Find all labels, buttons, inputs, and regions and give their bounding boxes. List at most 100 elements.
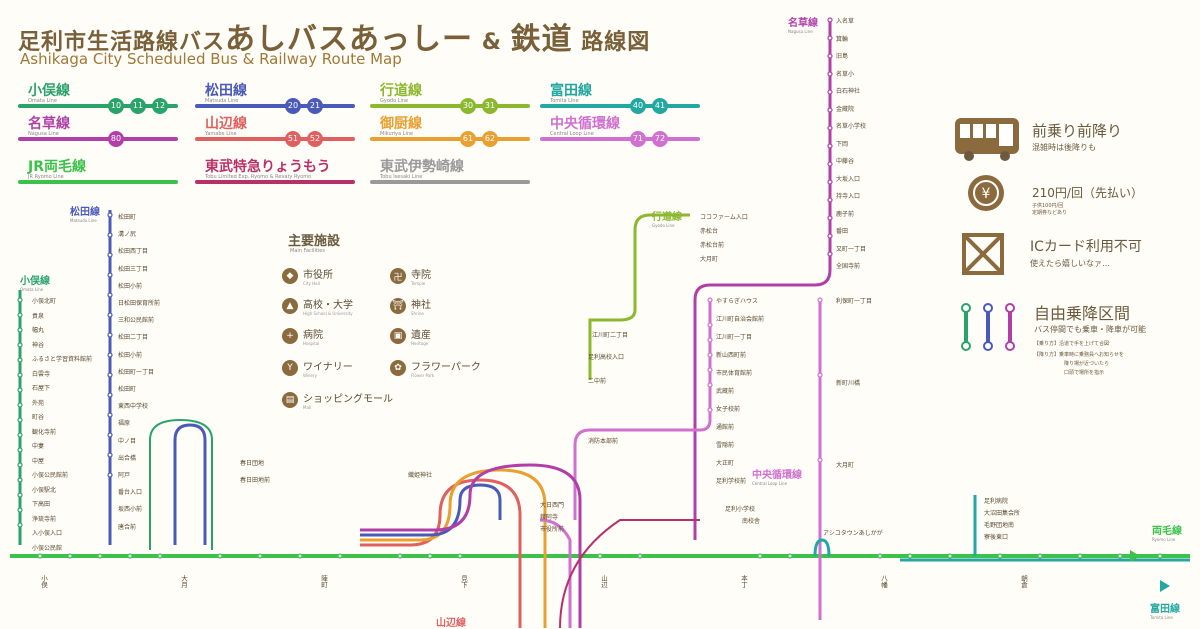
facilities-title: 主要施設 [288, 234, 341, 249]
facility-name: 遺産 [411, 330, 431, 341]
shrine-icon: ⛩ [390, 298, 406, 314]
legend-line-english: Omata Line [28, 98, 57, 104]
map-title: 足利市生活路線バスあしバスあっしー & 鉄道 路線図 [18, 14, 650, 58]
stop-label: 名草小 [836, 70, 855, 78]
stop-label: 赤松台前 [700, 242, 725, 249]
legend-line-name: 名草線 [28, 116, 70, 132]
matsuda-loop-track [173, 423, 207, 545]
stop-label: 溝ノ尻 [118, 231, 137, 239]
stop-label: 中藤谷 [836, 158, 855, 165]
ryomo-arrow [1130, 550, 1140, 562]
legend-line-name: 山辺線 [205, 116, 247, 132]
stop-label: 中屋 [32, 457, 45, 465]
stop-label: 松田町一丁目 [118, 368, 155, 376]
facility-english: Flower Park [411, 373, 435, 378]
yen-icon: ¥ [968, 175, 1004, 211]
stop-label: 鑁阿寺 [540, 514, 559, 521]
stop-label: 江川町自治会館前 [716, 316, 765, 323]
stop-label: 小俣公民館前 [32, 472, 69, 479]
nagusa-line-track [693, 18, 832, 540]
stop-label: 江川町二丁目 [592, 332, 629, 339]
stop-label: 織姫神社 [408, 472, 433, 479]
legend-route-number: 51 [285, 131, 301, 147]
stop-label: 石屋下 [32, 385, 51, 392]
legend-route-number: 10 [108, 98, 124, 114]
stop-label: 下高田 [32, 501, 51, 508]
stop-label: 観化寺前 [32, 428, 57, 436]
legend-line-name: 富田線 [550, 83, 592, 99]
stop-label: 浄琉寺前 [32, 515, 57, 523]
heritage-icon: ▣ [390, 328, 406, 344]
legend-line-name: 松田線 [205, 83, 247, 99]
stop-label: 松田西丁目 [118, 248, 149, 256]
stop-label: 市民体育館前 [716, 370, 753, 377]
stop-label: 幅丸 [32, 327, 45, 334]
stop-label: 見下 [459, 575, 468, 588]
stop-label: 大沼田集会所 [984, 510, 1021, 517]
stop-label: 金蔵院 [836, 105, 855, 113]
stop-label: 松田二丁目 [118, 334, 149, 342]
stop-label: 唐合前 [118, 523, 137, 531]
chuo-loop-track [573, 300, 712, 520]
stop-label: 松田町 [118, 386, 137, 393]
free-ride-how: 【乗り方】沿道で手を上げて合図 [1034, 341, 1110, 347]
facility-name: 高校・大学 [303, 300, 353, 311]
stop-label: 白石神社 [836, 88, 861, 95]
yamabe-line-label: 山辺線 [436, 618, 466, 629]
stop-label: 春日団地 [240, 460, 265, 467]
stop-label: 八幡 [879, 575, 888, 588]
facility-name: 市役所 [303, 270, 333, 281]
stop-label: 山辺 [599, 575, 608, 588]
legend-line-name: JR両毛線 [28, 159, 86, 175]
stop-label: 大日西門 [540, 502, 565, 509]
stop-label: 福原 [118, 420, 131, 428]
legend-route-number: 31 [482, 98, 498, 114]
stop-label: 坂西小前 [118, 506, 143, 514]
stop-label: 赤松台 [700, 228, 719, 235]
legend-line-swatch [195, 180, 355, 184]
legend-route-number: 62 [482, 131, 498, 147]
legend-route-number: 40 [630, 98, 646, 114]
stop-label: 江川町一丁目 [716, 334, 753, 341]
legend-line-swatch [195, 104, 355, 108]
free-off-how-3: 口頭で場所を指示 [1064, 370, 1105, 376]
facility-english: Hospital [303, 341, 320, 346]
stop-label: 利保町一丁目 [836, 298, 873, 305]
fare-text: 210円/回（先払い） [1032, 186, 1143, 200]
stop-label: 新町川橋 [836, 380, 861, 387]
stop-label: 貢泉 [32, 312, 45, 320]
stop-label: 持寺入口 [836, 193, 861, 200]
stop-label: 毛野団地南 [984, 522, 1015, 529]
stop-label: 大月 [179, 575, 188, 588]
stop-label: 番台入口 [118, 489, 143, 497]
city-hall-icon: ◆ [282, 268, 298, 284]
chuo-bump [813, 538, 831, 557]
stop-label: ふるさと学習資料館前 [32, 356, 93, 363]
title-brand: あしバスあっしー [225, 22, 474, 57]
facility-name: 病院 [303, 330, 323, 341]
stop-label: 南校舎 [742, 518, 761, 525]
stop-label: 鹿子前 [836, 210, 855, 218]
chuo-center-track [539, 518, 572, 628]
stop-label: 神谷 [32, 341, 45, 349]
tomita-arrow [1160, 580, 1170, 592]
facility-name: 神社 [411, 300, 431, 311]
legend-line-english: Tobu Limited Exp. Ryomo & Revaty Ryomo [205, 174, 312, 180]
legend-route-number: 52 [307, 131, 323, 147]
stop-label: ココファーム入口 [700, 214, 748, 221]
legend-line-english: Central Loop Line [550, 131, 594, 137]
stop-label: 大月町 [836, 462, 855, 469]
stop-label: 松田小前 [118, 282, 143, 290]
stop-label: 松田町 [118, 214, 137, 221]
fare-note-pass: 定期券などあり [1032, 210, 1068, 216]
facilities-subtitle: Main Facilities [290, 248, 325, 254]
free-zone-note: バス停間でも乗車・降車が可能 [1034, 325, 1146, 334]
title-prefix: 足利市生活路線バス [18, 30, 226, 55]
facility-english: Heritage [411, 341, 429, 346]
